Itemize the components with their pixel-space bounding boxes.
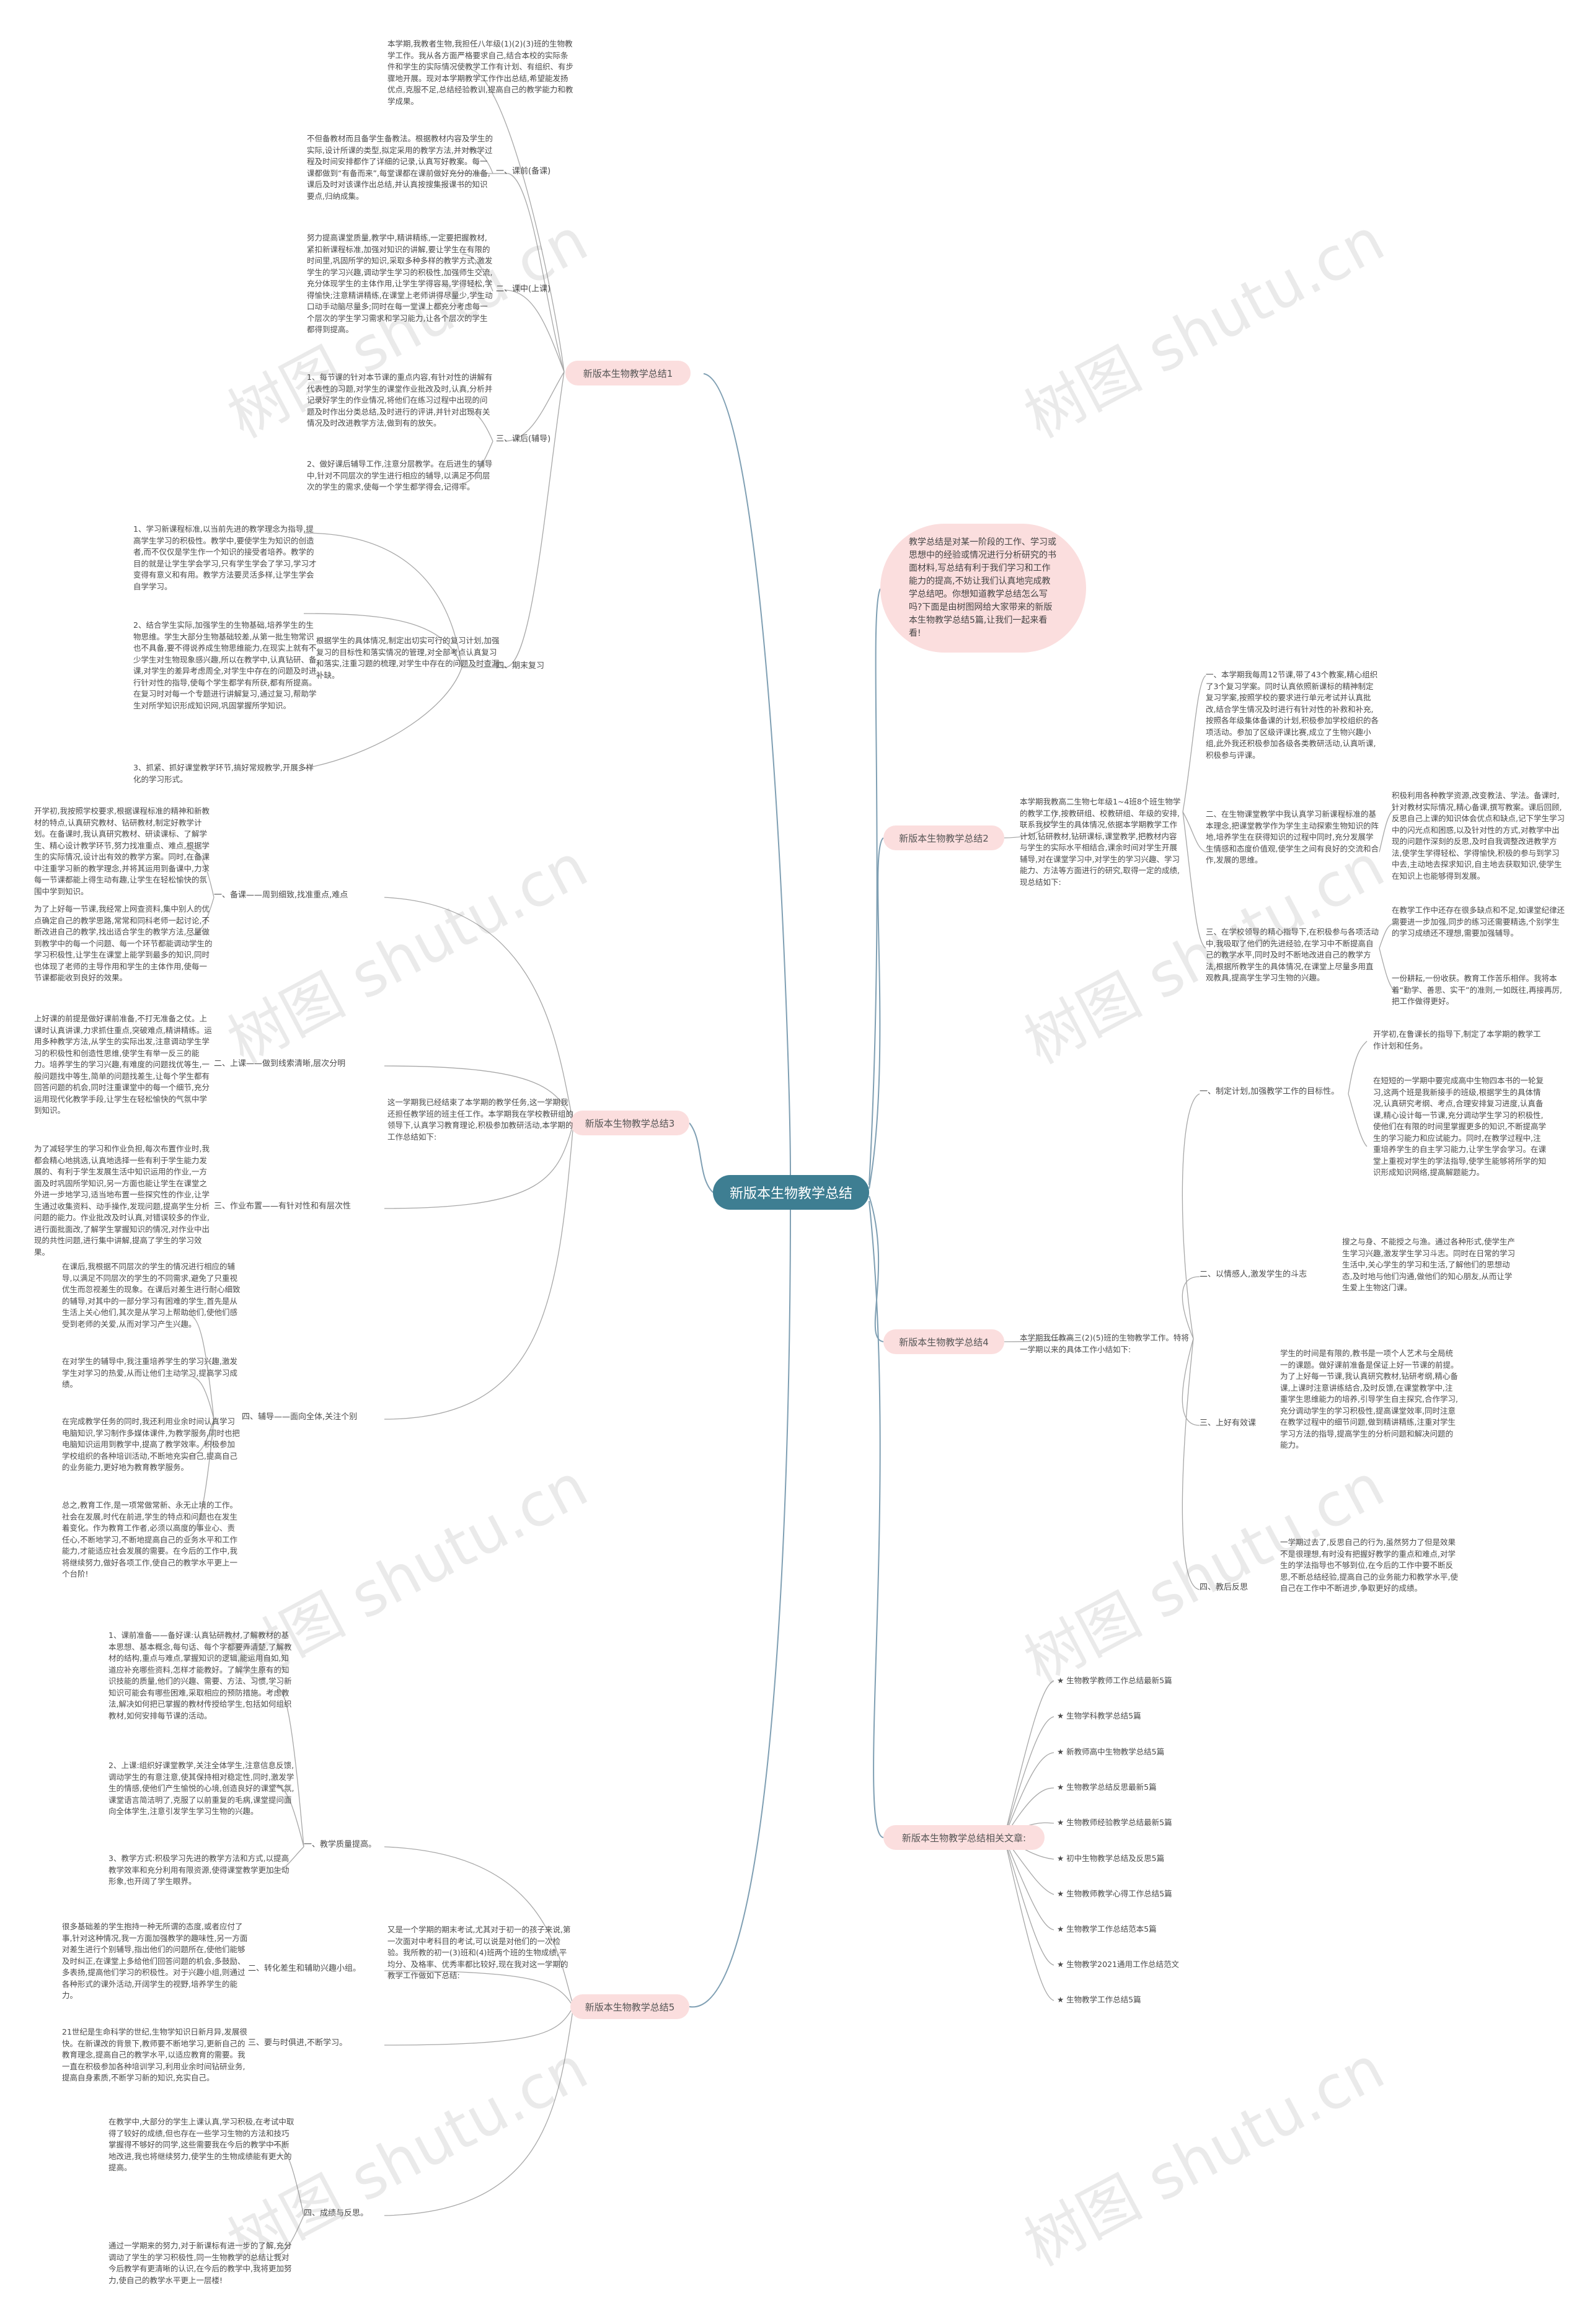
section-2-point-3b: 在教学工作中还存在很多缺点和不足,如课堂纪律还需要进一步加强,同步的练习还需要精…: [1392, 905, 1565, 938]
section-1-branch-2[interactable]: 二、课中(上课): [496, 284, 551, 294]
section-1-branch-4-text-c: 2、结合学生实际,加强学生的生物基础,培养学生的生物思维。学生大部分生物基础较差…: [133, 620, 317, 710]
section-1-branch-4-text-b: 根据学生的具体情况,制定出切实可行的复习计划,加强复习的目标性和落实情况的管理,…: [316, 636, 500, 680]
section-2-point-3c: 一份耕耘,一份收获。教育工作苦乐相伴。我将本着“勤学、善思、实干”的准则,一如既…: [1392, 974, 1562, 1006]
related-item[interactable]: ★ 生物教学教师工作总结最新5篇: [1057, 1676, 1172, 1685]
related-item[interactable]: ★ 生物教学工作总结5篇: [1057, 1995, 1141, 2004]
related-item[interactable]: ★ 生物教学总结反思最新5篇: [1057, 1782, 1157, 1792]
section-4-branch-1[interactable]: 一、制定计划,加强教学工作的目标性。: [1200, 1087, 1340, 1096]
section-1-branch-2-text: 努力提高课堂质量,教学中,精讲精练,一定要把握教材,紧扣新课程标准,加强对知识的…: [307, 233, 493, 334]
section-3-intro: 这一学期我已经结束了本学期的教学任务,这一学期我还担任教学班的班主任工作。本学期…: [387, 1098, 574, 1142]
section-1-node[interactable]: 新版本生物教学总结1: [565, 361, 691, 385]
section-4-branch-4-text: 一学期过去了,反思自己的行为,虽然努力了但是效果不是很理想,有时没有把握好教学的…: [1280, 1538, 1458, 1593]
section-5-branch-4-text-b: 通过一学期来的努力,对于新课标有进一步的了解,充分调动了学生的学习积极性,同一生…: [108, 2241, 292, 2285]
related-item[interactable]: ★ 生物教师教学心得工作总结5篇: [1057, 1889, 1172, 1898]
section-5-branch-4[interactable]: 四、成绩与反思。: [304, 2209, 369, 2218]
section-3-branch-4-text-d: 总之,教育工作,是一项常做常新、永无止境的工作。社会在发展,时代在前进,学生的特…: [62, 1500, 237, 1578]
section-3-node[interactable]: 新版本生物教学总结3: [570, 1111, 689, 1135]
section-5-branch-3-text: 21世纪是生命科学的世纪,生物学知识日新月异,发展很快。在新课改的背景下,教师要…: [62, 2027, 247, 2082]
root-node[interactable]: 新版本生物教学总结: [713, 1175, 869, 1210]
related-item[interactable]: ★ 初中生物教学总结及反思5篇: [1057, 1854, 1165, 1863]
section-4-node[interactable]: 新版本生物教学总结4: [883, 1329, 1004, 1354]
section-1-branch-1[interactable]: 一、课前(备课): [496, 167, 551, 176]
section-2-point-2: 二、在生物课堂教学中我认真学习新课程标准的基本理念,把课堂教学作为学生主动探索生…: [1206, 809, 1379, 865]
section-1-intro: 本学期,我教者生物,我担任八年级(1)(2)(3)班的生物教学工作。我从各方面严…: [387, 39, 574, 106]
section-4-branch-3[interactable]: 三、上好有效课: [1200, 1419, 1257, 1428]
section-5-branch-1-text-c: 3、教学方式:积极学习先进的教学方法和方式,以提高教学效率和充分利用有限资源,使…: [108, 1854, 290, 1886]
section-5-branch-3[interactable]: 三、要与时俱进,不断学习。: [248, 2038, 348, 2048]
section-5-branch-1-text-b: 2、上课:组织好课堂教学,关注全体学生,注意信息反馈,调动学生的有意注意,使其保…: [108, 1761, 294, 1816]
section-3-branch-4[interactable]: 四、辅导——面向全体,关注个别: [242, 1412, 358, 1422]
section-5-branch-2[interactable]: 二、转化差生和辅助兴趣小组。: [248, 1964, 361, 1973]
related-item[interactable]: ★ 新教师高中生物教学总结5篇: [1057, 1747, 1165, 1756]
section-4-branch-2-text: 搜之与身、不能授之与渔。通过各种形式,使学生产生学习兴趣,激发学生学习斗志。同时…: [1342, 1237, 1515, 1292]
section-4-intro: 本学期我任教高三(2)(5)班的生物教学工作。特将一学期以来的具体工作小结如下:: [1020, 1333, 1189, 1354]
related-node[interactable]: 新版本生物教学总结相关文章:: [883, 1825, 1045, 1850]
section-4-branch-4[interactable]: 四、教后反思: [1200, 1583, 1249, 1592]
section-3-branch-1-text-a: 开学初,我按照学校要求,根据课程标准的精神和新教材的特点,认真研究教材、钻研教材…: [34, 806, 210, 896]
section-5-branch-1[interactable]: 一、教学质量提高。: [304, 1840, 377, 1849]
section-3-branch-3-text: 为了减轻学生的学习和作业负担,每次布置作业时,我都会精心地挑选,认真地选择一些有…: [34, 1144, 210, 1257]
section-3-branch-4-text-a: 在课后,我根据不同层次的学生的情况进行相应的辅导,以满足不同层次的学生的不同需求…: [62, 1262, 241, 1329]
section-4-branch-1-text-a: 开学初,在鲁课长的指导下,制定了本学期的教学工作计划和任务。: [1373, 1029, 1541, 1050]
section-1-branch-3-text-b: 2、做好课后辅导工作,注意分层教学。在后进生的辅导中,针对不同层次的学生进行相应…: [307, 459, 493, 491]
section-3-branch-2[interactable]: 二、上课——做到线索清晰,层次分明: [214, 1059, 346, 1068]
section-1-branch-4-text-a: 1、学习新课程标准,以当前先进的教学理念为指导,提高学生学习的积极性。教学中,要…: [133, 524, 317, 591]
section-1-branch-1-text: 不但备教材而且备学生备教法。根据教材内容及学生的实际,设计所课的类型,拟定采用的…: [307, 134, 493, 201]
section-3-branch-3[interactable]: 三、作业布置——有针对性和有层次性: [214, 1202, 351, 1211]
section-2-point-2b: 积极利用各种教学资源,改变教法、学法。备课时,针对教材实际情况,精心备课,撰写教…: [1392, 791, 1565, 881]
section-5-branch-1-text-a: 1、课前准备——备好课:认真钻研教材,了解教材的基本思想、基本概念,每句话、每个…: [108, 1631, 292, 1720]
section-2-node[interactable]: 新版本生物教学总结2: [883, 825, 1004, 850]
related-item[interactable]: ★ 生物教学2021通用工作总结范文: [1057, 1960, 1179, 1969]
related-item[interactable]: ★ 生物教师经验教学总结最新5篇: [1057, 1818, 1172, 1827]
related-item[interactable]: ★ 生物学科教学总结5篇: [1057, 1711, 1141, 1720]
section-3-branch-4-text-c: 在完成教学任务的同时,我还利用业余时间认真学习电脑知识,学习制作多媒体课件,为教…: [62, 1417, 240, 1472]
section-3-branch-4-text-b: 在对学生的辅导中,我注重培养学生的学习兴趣,激发学生对学习的热爱,从而让他们主动…: [62, 1357, 237, 1389]
section-2-point-3: 三、在学校领导的精心指导下,在积极参与各项活动中,我吸取了他们的先进经验,在学习…: [1206, 927, 1379, 982]
section-2-intro: 本学期我教高二生物七年级1~4班8个班生物学的教学工作,按教研组、校教研组、年级…: [1020, 797, 1181, 887]
section-3-branch-1[interactable]: 一、备课——周到细致,找准重点,难点: [214, 891, 348, 900]
section-1-branch-3-text-a: 1、每节课的针对本节课的重点内容,有针对性的讲解有代表性的习题,对学生的课堂作业…: [307, 372, 493, 428]
section-1-branch-3[interactable]: 三、课后(辅导): [496, 434, 551, 444]
section-4-branch-2[interactable]: 二、以情感人,激发学生的斗志: [1200, 1270, 1307, 1279]
section-5-branch-2-text: 很多基础差的学生抱持一种无所谓的态度,或者应付了事,针对这种情况,我一方面加强教…: [62, 1922, 248, 2000]
section-1-branch-4-text-d: 3、抓紧、抓好课堂教学环节,搞好常规教学,开展多样化的学习形式。: [133, 763, 314, 784]
section-3-branch-1-text-b: 为了上好每一节课,我经常上网查资料,集中别人的优点确定自己的教学思路,常常和同科…: [34, 904, 213, 982]
section-4-branch-3-text: 学生的时间是有限的,教书是一项个人艺术与全局统一的课题。做好课前准备是保证上好一…: [1280, 1349, 1459, 1450]
section-5-node[interactable]: 新版本生物教学总结5: [570, 1994, 689, 2019]
section-5-branch-4-text-a: 在教学中,大部分的学生上课认真,学习积极,在考试中取得了较好的成绩,但也存在一些…: [108, 2117, 294, 2172]
related-item[interactable]: ★ 生物教学工作总结范本5篇: [1057, 1924, 1157, 1934]
section-5-intro: 又是一个学期的期末考试,尤其对于初一的孩子来说,第一次面对中考科目的考试,可以说…: [387, 1925, 571, 1980]
section-2-point-1: 一、本学期我每周12节课,带了43个教案,精心组织了3个复习学案。同时认真依照新…: [1206, 670, 1379, 760]
summary-node[interactable]: 教学总结是对某一阶段的工作、学习或思想中的经验或情况进行分析研究的书面材料,写总…: [880, 524, 1086, 653]
section-4-branch-1-text-b: 在短短的一学期中要完成高中生物四本书的一轮复习,这两个班是我新接手的班级,根据学…: [1373, 1076, 1546, 1177]
section-1-branch-4[interactable]: 四、期末复习: [496, 661, 545, 671]
section-3-branch-2-text: 上好课的前提是做好课前准备,不打无准备之仗。上课时认真讲课,力求抓住重点,突破难…: [34, 1014, 212, 1115]
